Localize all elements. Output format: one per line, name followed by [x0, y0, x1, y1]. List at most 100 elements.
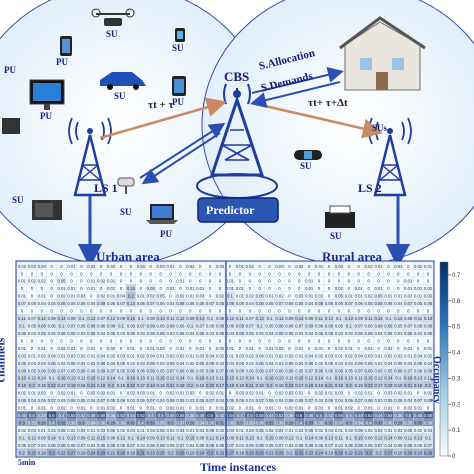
heatmap-cell-value: 0.02 — [18, 391, 27, 396]
heatmap-cell-value: 0.16 — [77, 383, 86, 388]
heatmap-cell-value: 0 — [387, 279, 390, 284]
heatmap-cell-value: 0.11 — [167, 316, 176, 321]
heatmap-cell-value: 0.22 — [216, 450, 225, 455]
heatmap-cell-value: 0.01 — [265, 353, 274, 358]
heatmap-cell-value: 0.02 — [424, 391, 433, 396]
heatmap-cell-value: 0.06 — [226, 324, 235, 329]
heatmap-cell-value: 0 — [189, 279, 192, 284]
heatmap-cell-value: 0.06 — [394, 398, 403, 403]
laptop-icon — [146, 204, 178, 224]
heatmap-cell-value: 0.06 — [226, 368, 235, 373]
heatmap-cell-value: 0.12 — [305, 376, 314, 381]
heatmap-cell-value: 0.01 — [28, 353, 37, 358]
heatmap-cell-value: 0.01 — [374, 353, 383, 358]
heatmap-cell-value: 0 — [239, 346, 242, 351]
heatmap-cell-value: 0 — [120, 346, 123, 351]
heatmap-cell-value: 0.09 — [424, 368, 433, 373]
heatmap-cell-value: 0 — [328, 264, 331, 269]
heatmap-cell-value: 0.31 — [137, 450, 146, 455]
heatmap-cell-value: 0.01 — [176, 279, 185, 284]
heatmap-cell-value: 0.35 — [404, 421, 413, 426]
heatmap-cell-value: 0.15 — [295, 376, 304, 381]
heatmap-cell-value: 0.03 — [196, 353, 205, 358]
heatmap-cell-value: 0 — [268, 338, 271, 343]
heatmap-cell-value: 0.01 — [137, 428, 146, 433]
heatmap-cell-value: 0 — [367, 271, 370, 276]
heatmap-cell-value: 0.02 — [38, 279, 47, 284]
heatmap-cell-value: 0.01 — [38, 346, 47, 351]
heatmap-cell-value: 0 — [377, 391, 380, 396]
heatmap-cell-value: 0.04 — [186, 331, 195, 336]
heatmap-cell-value: 0.27 — [226, 450, 235, 455]
heatmap-cell-value: 0.01 — [147, 406, 156, 411]
heatmap-cell-value: 0.02 — [394, 391, 403, 396]
heatmap-cell-value: 0 — [31, 406, 34, 411]
heatmap-cell-value: 0.37 — [176, 421, 185, 426]
heatmap-cell-value: 0 — [249, 338, 252, 343]
heatmap-cell-value: 0.12 — [117, 435, 126, 440]
heatmap-cell-value: 0.24 — [87, 450, 96, 455]
heatmap-cell-value: 0.04 — [77, 428, 86, 433]
heatmap-cell-value: 0 — [189, 271, 192, 276]
heatmap-cell-value: 0.11 — [216, 376, 225, 381]
heatmap-cell-value: 0.04 — [107, 361, 116, 366]
heatmap-cell-value: 0.05 — [206, 428, 215, 433]
heatmap-cell-value: 0.15 — [117, 383, 126, 388]
heatmap-cell-value: 0.04 — [186, 443, 195, 448]
heatmap-cell-value: 0 — [338, 309, 341, 314]
heatmap-cell-value: 0.01 — [295, 346, 304, 351]
heatmap-cell-value: 0.01 — [236, 428, 245, 433]
heatmap-cell-value: 0.1 — [118, 376, 124, 381]
device-label-band: SU — [300, 161, 312, 171]
heatmap-cell-value: 0.13 — [345, 316, 354, 321]
heatmap-cell-value: 0.45 — [18, 413, 27, 418]
heatmap-cell-value: 0.3 — [346, 421, 352, 426]
heatmap-cell-value: 0.03 — [236, 353, 245, 358]
heatmap-cell-value: 0.06 — [394, 443, 403, 448]
heatmap-cell-value: 0.01 — [315, 264, 324, 269]
heatmap-cell-value: 0.05 — [394, 361, 403, 366]
heatmap-cell-value: 0.38 — [424, 421, 433, 426]
heatmap-cell-value: 0.03 — [365, 353, 374, 358]
heatmap-cell-value: 0.1 — [187, 324, 193, 329]
heatmap-cell-value: 0.36 — [275, 421, 284, 426]
heatmap-cell-value: 0.01 — [414, 286, 423, 291]
heatmap-cell-value: 0.04 — [374, 331, 383, 336]
heatmap-cell-value: 0 — [427, 309, 430, 314]
heatmap-cell-value: 0.5 — [405, 413, 411, 418]
heatmap-cell-value: 0.62 — [137, 413, 146, 418]
heatmap-cell-value: 0.1 — [118, 324, 124, 329]
heatmap-cell-value: 0.09 — [48, 316, 57, 321]
heatmap-cell-value: 0.03 — [216, 361, 225, 366]
heatmap-cell-value: 0 — [229, 391, 232, 396]
heatmap-cell-value: 0 — [328, 338, 331, 343]
heatmap-ylabel: channels — [0, 337, 8, 383]
heatmap-cell-value: 0.06 — [305, 361, 314, 366]
heatmap-cell-value: 0.06 — [236, 398, 245, 403]
device-label-laptop: PU — [160, 229, 172, 239]
heatmap-cell-value: 0 — [318, 271, 321, 276]
heatmap-cell-value: 0 — [50, 309, 53, 314]
heatmap-cell-value: 0 — [159, 338, 162, 343]
heatmap-cell-value: 0.58 — [256, 413, 265, 418]
heatmap-cell-value: 0.01 — [315, 406, 324, 411]
heatmap-cell-value: 0.12 — [325, 316, 334, 321]
heatmap-cell-value: 0.06 — [325, 368, 334, 373]
heatmap-cell-value: 0.12 — [28, 435, 37, 440]
heatmap-cell-value: 0.02 — [315, 428, 324, 433]
house-to-cbs-link — [250, 81, 341, 108]
heatmap-cell-value: 0 — [31, 338, 34, 343]
heatmap-cell-value: 0.5 — [316, 413, 322, 418]
heatmap-cell-value: 0.07 — [355, 368, 364, 373]
heatmap-cell-value: 0.08 — [404, 443, 413, 448]
heatmap-cell-value: 0.06 — [127, 324, 136, 329]
heatmap-cell-value: 0.03 — [87, 361, 96, 366]
heatmap-cell-value: 0 — [80, 264, 83, 269]
heatmap-cell-value: 0.36 — [226, 421, 235, 426]
heatmap-cell-value: 0.01 — [345, 346, 354, 351]
heatmap-cell-value: 0.02 — [107, 353, 116, 358]
heatmap-cell-value: 0 — [41, 286, 44, 291]
colorbar-tick-label: 0 — [452, 454, 456, 460]
device-label-tablet: PU — [172, 97, 184, 107]
heatmap-cell-value: 0.62 — [365, 413, 374, 418]
